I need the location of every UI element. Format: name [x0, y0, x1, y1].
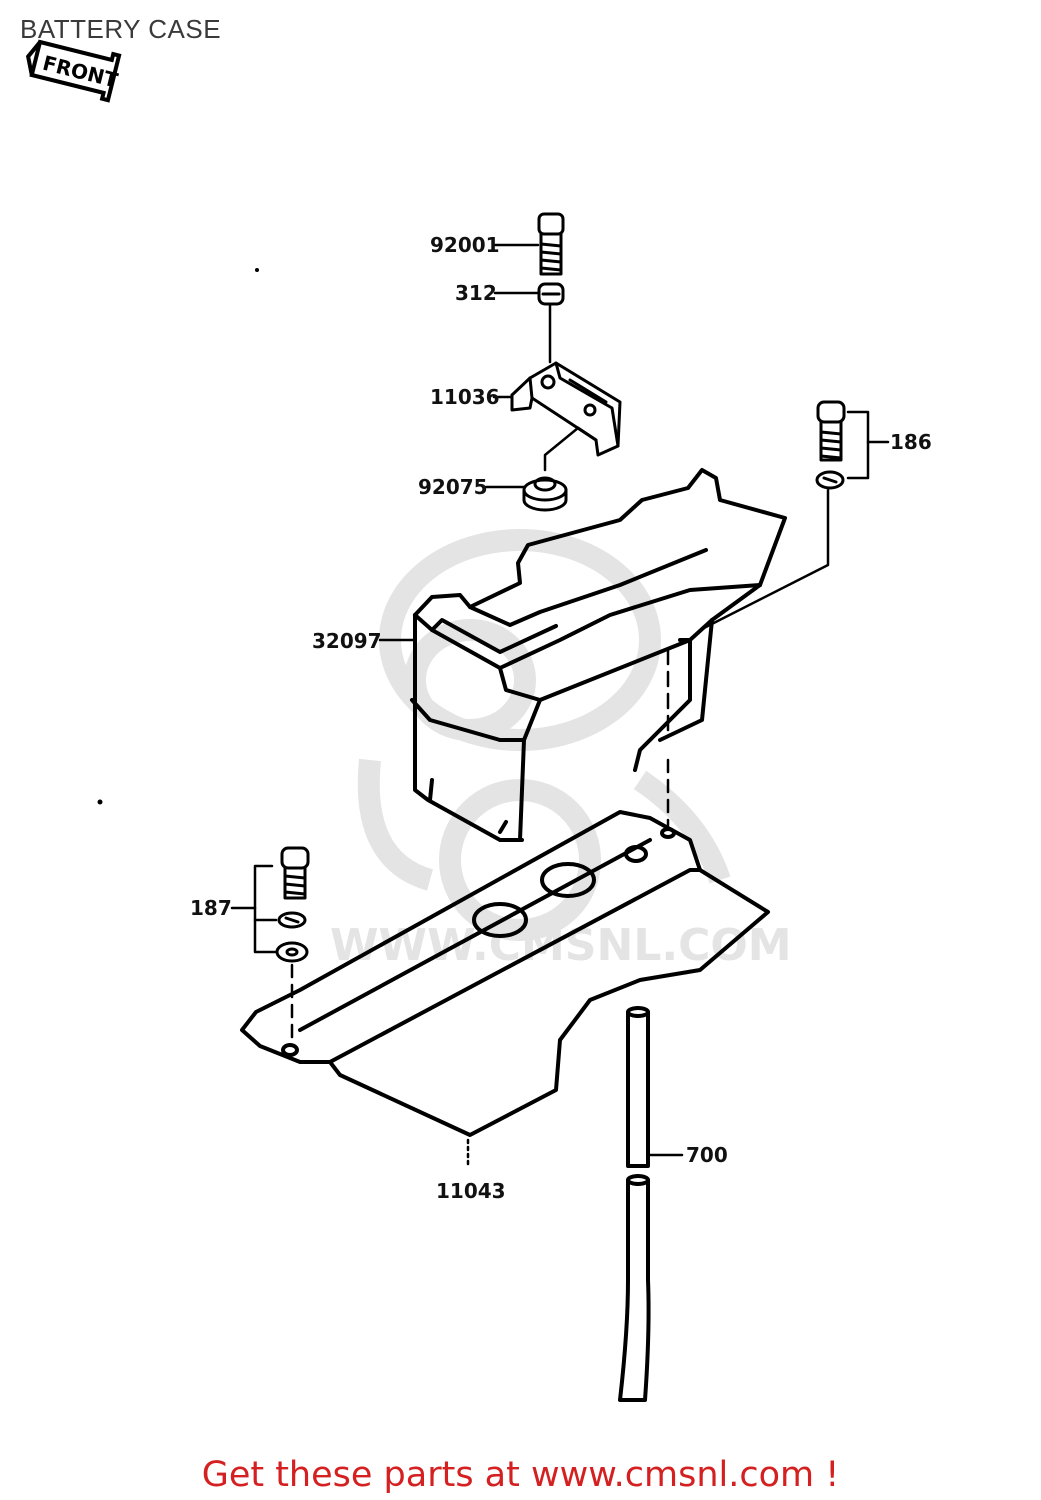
part-label-700: 700	[686, 1143, 728, 1167]
part-label-186: 186	[890, 430, 932, 454]
part-label-187: 187	[190, 896, 232, 920]
bolt-186	[815, 400, 846, 490]
hose-700	[618, 1006, 651, 1402]
diagram-title: BATTERY CASE	[20, 14, 222, 44]
tray-plate-11043	[240, 810, 770, 1137]
watermark-text: WWW.CMSNL.COM	[330, 920, 792, 971]
damper-92075	[522, 476, 568, 512]
bracket-11036	[510, 361, 622, 457]
part-label-32097: 32097	[312, 629, 382, 653]
part-label-11036: 11036	[430, 385, 500, 409]
bolt-187	[275, 846, 310, 963]
part-label-92075: 92075	[418, 475, 488, 499]
washer-312	[537, 282, 565, 306]
part-label-312: 312	[455, 281, 497, 305]
front-arrow-icon: FRONT	[25, 39, 122, 103]
battery-case-32097	[410, 468, 787, 842]
footer-link-text[interactable]: Get these parts at www.cmsnl.com !	[201, 1455, 840, 1495]
bolt-92001	[537, 212, 565, 276]
part-label-11043: 11043	[436, 1179, 506, 1203]
part-label-92001: 92001	[430, 233, 500, 257]
